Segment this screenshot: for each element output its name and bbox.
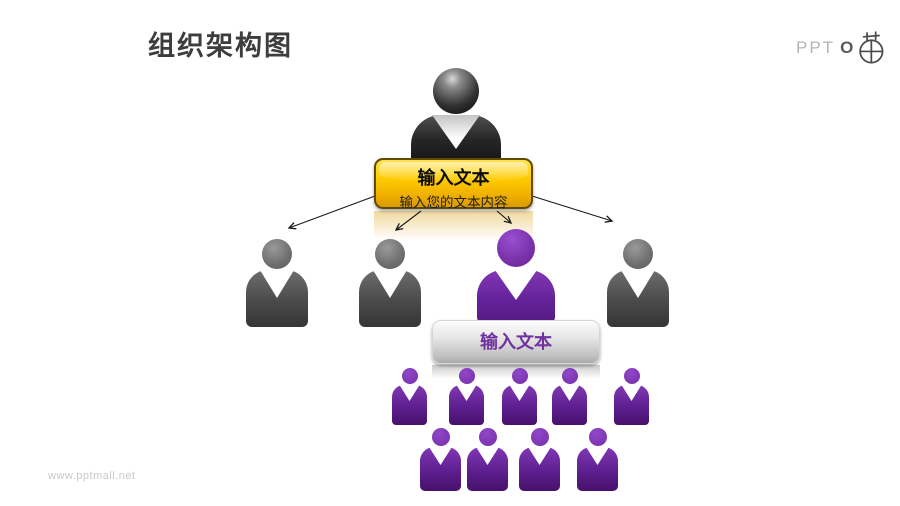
person-icon-manager-2 <box>359 239 421 327</box>
logo-o: O <box>840 38 854 57</box>
page-title[interactable]: 组织架构图 <box>148 31 293 61</box>
person-icon-team-r1-5 <box>614 368 649 425</box>
mid-textbox-label[interactable]: 输入文本 <box>480 332 552 352</box>
person-icon-manager-4 <box>607 239 669 327</box>
person-icon-team-r1-2 <box>449 368 484 425</box>
mid-textbox[interactable]: 输入文本 <box>432 320 600 364</box>
root-textbox[interactable]: 输入文本 输入您的文本内容 <box>374 158 533 210</box>
watermark: www.pptmall.net <box>48 470 136 482</box>
person-icon-team-r2-4 <box>577 428 618 491</box>
person-icon-team-r2-2 <box>467 428 508 491</box>
person-head <box>623 368 640 384</box>
person-head <box>433 68 479 114</box>
person-head <box>511 368 528 384</box>
person-head <box>530 428 549 446</box>
person-icon-team-r2-1 <box>420 428 461 491</box>
person-head <box>561 368 578 384</box>
person-icon-team-r2-3 <box>519 428 560 491</box>
logo-text: PPT <box>796 38 836 57</box>
person-icon-team-r1-3 <box>502 368 537 425</box>
person-head <box>401 368 418 384</box>
person-head <box>588 428 607 446</box>
root-textbox-title[interactable]: 输入文本 <box>417 168 490 188</box>
person-icon-team-r1-4 <box>552 368 587 425</box>
person-icon-team-r1-1 <box>392 368 427 425</box>
person-head <box>458 368 475 384</box>
person-head <box>262 239 292 269</box>
person-head <box>623 239 653 269</box>
person-head <box>375 239 405 269</box>
root-textbox-subtitle[interactable]: 输入您的文本内容 <box>399 195 508 210</box>
person-icon-leader <box>411 68 501 170</box>
person-head <box>431 428 450 446</box>
person-head <box>478 428 497 446</box>
person-icon-manager-highlighted <box>477 229 555 323</box>
pptmall-logo: PPT O <box>796 28 888 68</box>
arrow-to-child-4 <box>531 195 612 221</box>
person-icon-manager-1 <box>246 239 308 327</box>
arrow-to-child-1 <box>289 195 376 228</box>
person-head <box>497 229 535 267</box>
mall-emblem-icon <box>859 31 884 64</box>
